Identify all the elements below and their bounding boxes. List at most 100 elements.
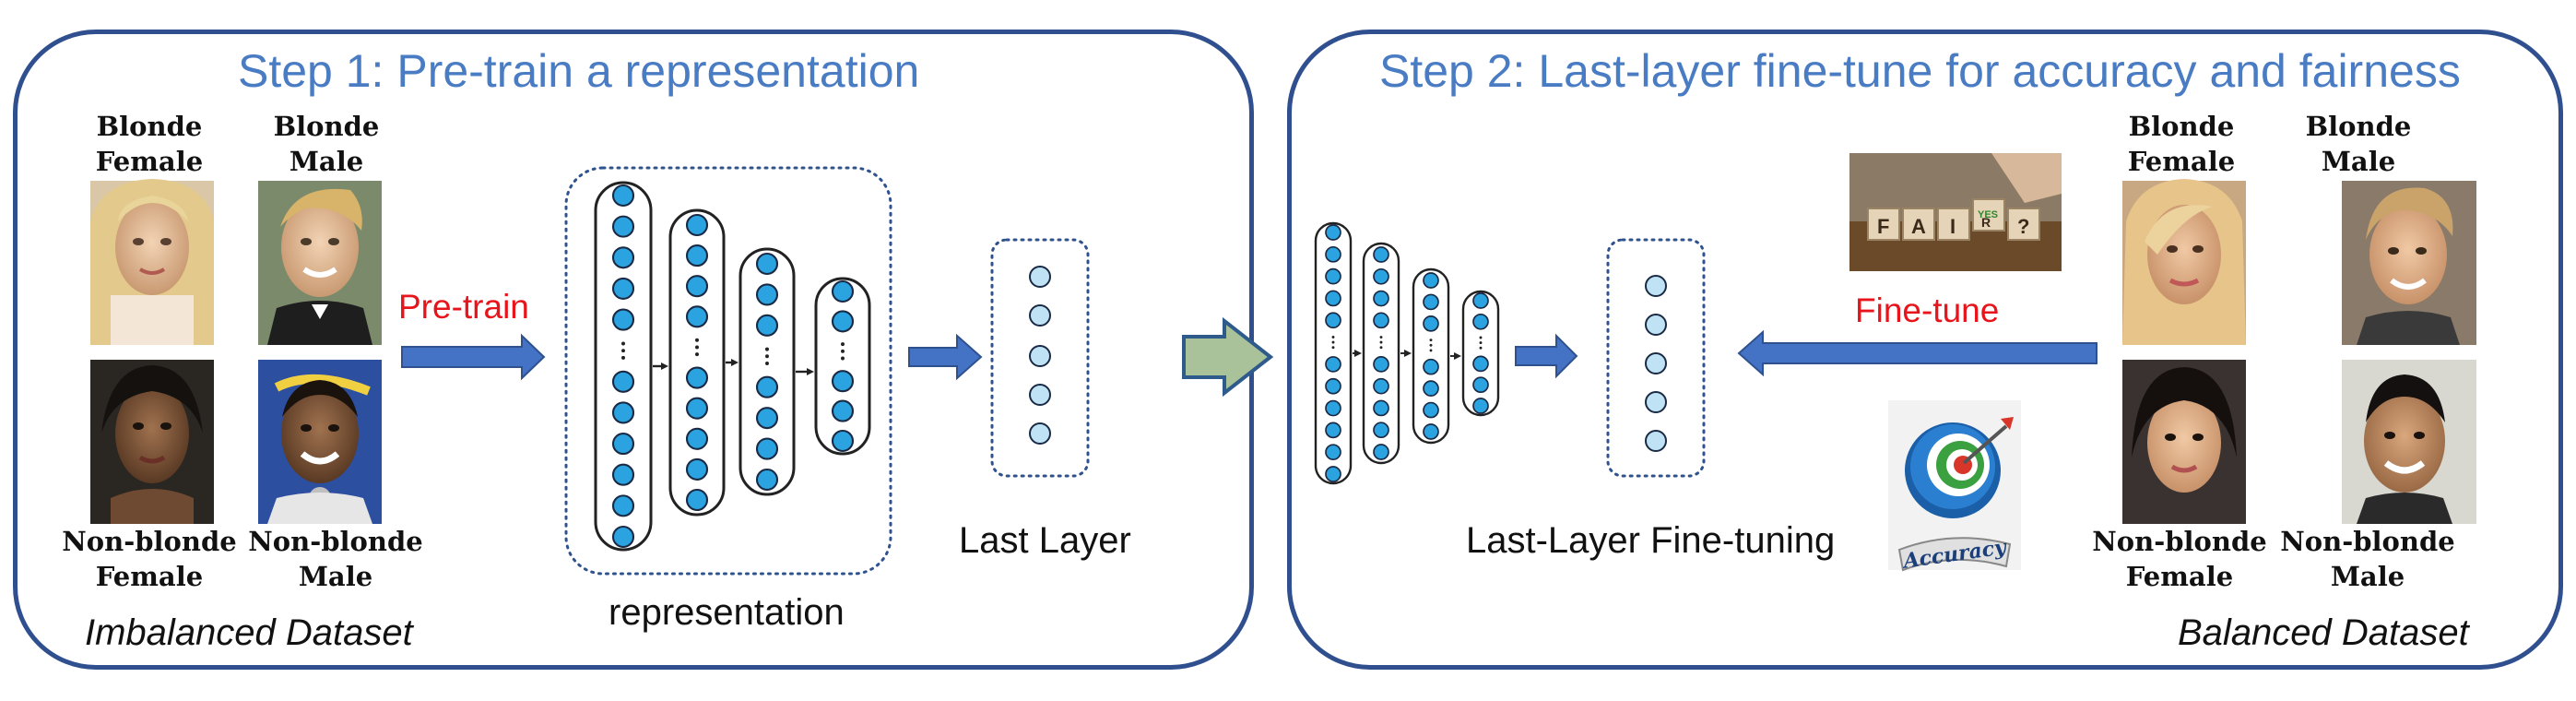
- label-nonblonde-male-1: Non-blonde Male: [248, 526, 423, 592]
- neuron: [831, 399, 855, 422]
- ellipsis-dot: [621, 355, 625, 360]
- ellipsis-dot: [765, 354, 769, 359]
- ellipsis-dot: [1429, 349, 1433, 352]
- fair-text-yes: YES: [1978, 209, 1998, 220]
- neuron: [611, 401, 635, 424]
- neuron: [611, 215, 635, 238]
- neuron: [1373, 267, 1389, 285]
- neuron: [831, 429, 855, 453]
- neuron: [685, 244, 709, 267]
- arrow-right-icon: [908, 333, 983, 381]
- neuron: [831, 279, 855, 303]
- connection-arrow-head: [731, 359, 739, 366]
- neuron: [1325, 312, 1341, 329]
- neuron: [1373, 444, 1389, 460]
- ellipsis-dot: [1429, 343, 1433, 347]
- neuron: [755, 314, 779, 337]
- neuron: [1373, 290, 1389, 307]
- face-nonblonde-male-1: [258, 360, 382, 524]
- ellipsis-dot: [841, 356, 845, 361]
- neuron: [1423, 401, 1439, 419]
- neuron: [1325, 224, 1341, 241]
- output-neuron: [1645, 430, 1667, 452]
- neuron: [1325, 267, 1341, 285]
- neuron: [685, 457, 709, 481]
- finetune-label: Fine-tune: [1855, 291, 2000, 329]
- ellipsis-dot: [1479, 346, 1483, 350]
- ellipsis-dot: [1331, 340, 1335, 344]
- connection-arrow-head: [1454, 352, 1461, 360]
- output-neuron: [1029, 345, 1051, 367]
- output-neuron: [1029, 304, 1051, 327]
- dice-icon: [1849, 153, 2062, 271]
- face-blonde-female-1: [90, 179, 214, 345]
- neuron: [1423, 272, 1439, 289]
- ellipsis-dot: [1331, 346, 1335, 350]
- imbalanced-dataset-label: Imbalanced Dataset: [85, 612, 413, 653]
- fair-text-a: A: [1911, 215, 1926, 238]
- neuron: [1373, 246, 1389, 263]
- representation-label: representation: [609, 592, 845, 633]
- network-layer: [814, 277, 871, 456]
- neuron: [1423, 380, 1439, 397]
- network-step2: [1314, 221, 1500, 485]
- label-blonde-male-1: Blonde Male: [273, 111, 380, 177]
- neuron: [755, 468, 779, 492]
- neuron: [1423, 293, 1439, 311]
- neuron: [1472, 355, 1489, 373]
- label-blonde-female-2: Blonde Female: [2127, 111, 2236, 177]
- neuron: [755, 283, 779, 306]
- neuron: [1373, 312, 1389, 329]
- neuron: [1472, 398, 1489, 414]
- neuron: [1325, 444, 1341, 461]
- last-layer-box: [990, 238, 1090, 478]
- output-neuron: [1645, 391, 1667, 413]
- ellipsis-dot: [1429, 339, 1433, 342]
- neuron: [1325, 399, 1341, 417]
- neuron: [1472, 376, 1489, 394]
- neuron: [1472, 292, 1489, 309]
- ellipsis-dot: [1379, 346, 1383, 350]
- ellipsis-dot: [765, 362, 769, 365]
- neuron: [1472, 313, 1489, 330]
- ellipsis-dot: [621, 341, 625, 346]
- neuron: [1423, 423, 1439, 440]
- step2-title: Step 2: Last-layer fine-tune for accurac…: [1379, 45, 2461, 97]
- label-nonblonde-male-2: Non-blonde Male: [2280, 526, 2455, 592]
- neuron: [1423, 358, 1439, 375]
- ellipsis-dot: [1379, 336, 1383, 339]
- target-icon: [1888, 400, 2021, 572]
- output-neuron: [1645, 314, 1667, 336]
- face-blonde-female-2: [2122, 179, 2246, 345]
- neuron: [1325, 466, 1341, 482]
- label-nonblonde-female-2: Non-blonde Female: [2092, 526, 2267, 592]
- fine-tune-layer-box: [1606, 238, 1706, 478]
- neuron: [611, 433, 635, 456]
- neuron: [611, 184, 635, 208]
- face-nonblonde-male-2: [2342, 360, 2476, 524]
- neuron: [685, 397, 709, 420]
- label-nonblonde-female-1: Non-blonde Female: [62, 526, 237, 592]
- network-layer: [594, 181, 653, 552]
- face-nonblonde-female-1: [90, 360, 214, 524]
- output-neuron: [1029, 422, 1051, 445]
- face-blonde-male-2: [2342, 181, 2476, 345]
- ellipsis-dot: [695, 338, 699, 342]
- network-layer: [1461, 290, 1500, 417]
- neuron: [685, 427, 709, 450]
- label-blonde-male-2: Blonde Male: [2305, 111, 2412, 177]
- neuron: [685, 213, 709, 237]
- connection-arrow-head: [1354, 350, 1362, 357]
- neuron: [1325, 377, 1341, 395]
- arrow-right-icon: [401, 333, 546, 381]
- fair-text-q: ?: [2017, 215, 2029, 238]
- fair-text-r: R: [1981, 215, 1991, 230]
- output-neuron: [1645, 275, 1667, 297]
- ellipsis-dot: [1379, 340, 1383, 344]
- pretrain-label: Pre-train: [398, 288, 529, 326]
- neuron: [755, 252, 779, 276]
- neuron: [1373, 422, 1389, 439]
- neuron: [1423, 315, 1439, 332]
- face-nonblonde-female-2: [2122, 360, 2246, 524]
- connection-arrow-head: [661, 362, 668, 370]
